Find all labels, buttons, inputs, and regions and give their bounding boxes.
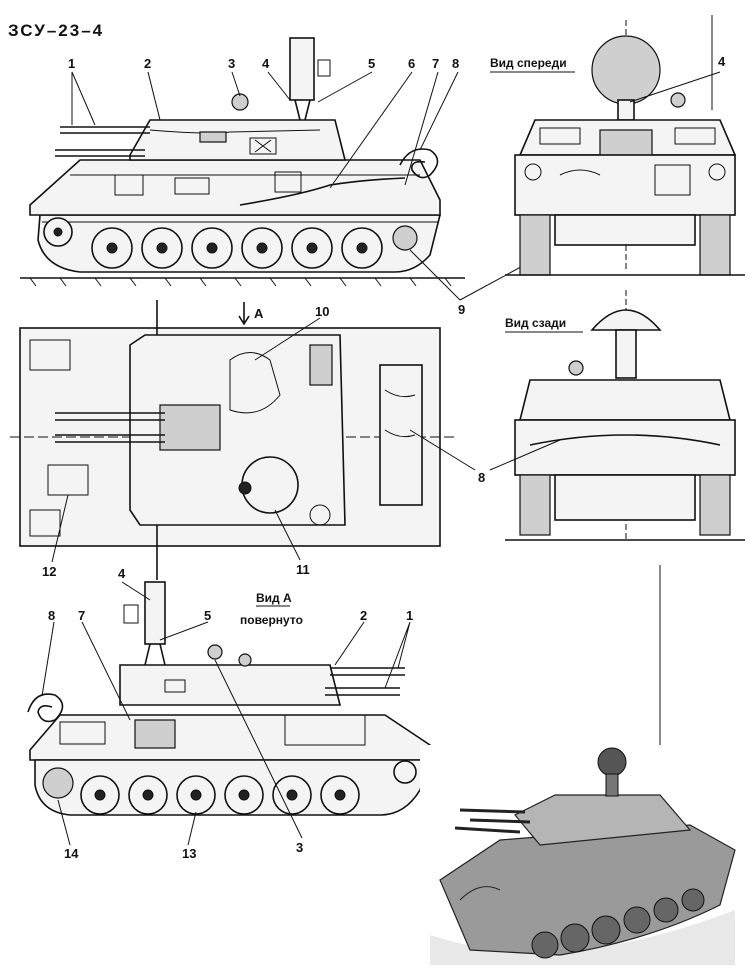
callout-5: 5 (368, 56, 375, 71)
front-callout-4: 4 (718, 54, 726, 69)
front-view: Вид спереди 4 (490, 15, 745, 276)
bottom-callout-8: 8 (48, 608, 55, 623)
rear-callout-8: 8 (478, 470, 485, 485)
side-view-top: 1 2 3 4 5 6 7 8 9 (20, 37, 531, 317)
callout-9: 9 (458, 302, 465, 317)
callout-3: 3 (228, 56, 235, 71)
bottom-callout-14: 14 (64, 846, 79, 861)
bottom-callout-5: 5 (204, 608, 211, 623)
callout-4: 4 (262, 56, 270, 71)
callout-1: 1 (68, 56, 75, 71)
bottom-callout-7: 7 (78, 608, 85, 623)
rear-view-label: Вид сзади (505, 316, 566, 330)
bottom-callout-13: 13 (182, 846, 196, 861)
front-view-label: Вид спереди (490, 56, 567, 70)
arrow-a-label: А (254, 306, 264, 321)
drawing-title: ЗСУ–23–4 (8, 21, 104, 40)
callout-7: 7 (432, 56, 439, 71)
rotated-label: повернуто (240, 613, 303, 627)
plan-callout-11: 11 (296, 562, 310, 577)
side-view-bottom: Вид А повернуто (27, 566, 432, 861)
bottom-callout-2: 2 (360, 608, 367, 623)
callout-2: 2 (144, 56, 151, 71)
road-wheels-top (43, 217, 418, 269)
plan-callout-12: 12 (42, 564, 56, 579)
callout-8: 8 (452, 56, 459, 71)
bottom-callout-3: 3 (296, 840, 303, 855)
view-a-label: Вид А (256, 591, 292, 605)
bottom-callout-1: 1 (406, 608, 413, 623)
rear-view: Вид сзади 8 (478, 290, 745, 541)
plan-callout-10: 10 (315, 304, 329, 319)
vehicle-photo (420, 565, 740, 970)
road-wheels-bottom (42, 760, 417, 815)
callout-6: 6 (408, 56, 415, 71)
bottom-callout-4: 4 (118, 566, 126, 581)
plan-view: А 10 11 12 (10, 300, 476, 580)
